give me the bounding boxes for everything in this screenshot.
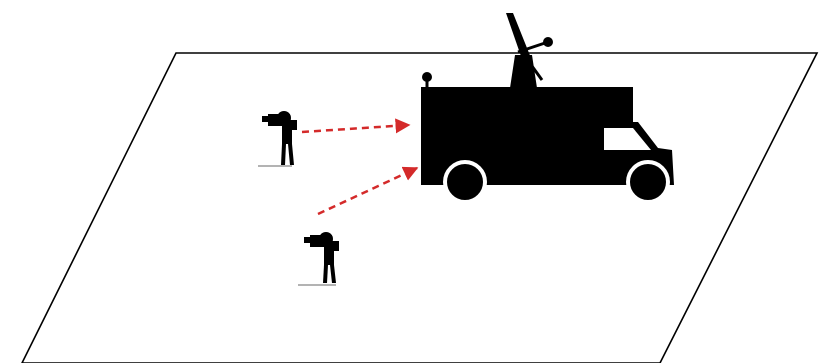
front-wheel bbox=[628, 162, 668, 202]
ground-plane bbox=[22, 53, 817, 363]
rear-wheel bbox=[445, 162, 485, 202]
